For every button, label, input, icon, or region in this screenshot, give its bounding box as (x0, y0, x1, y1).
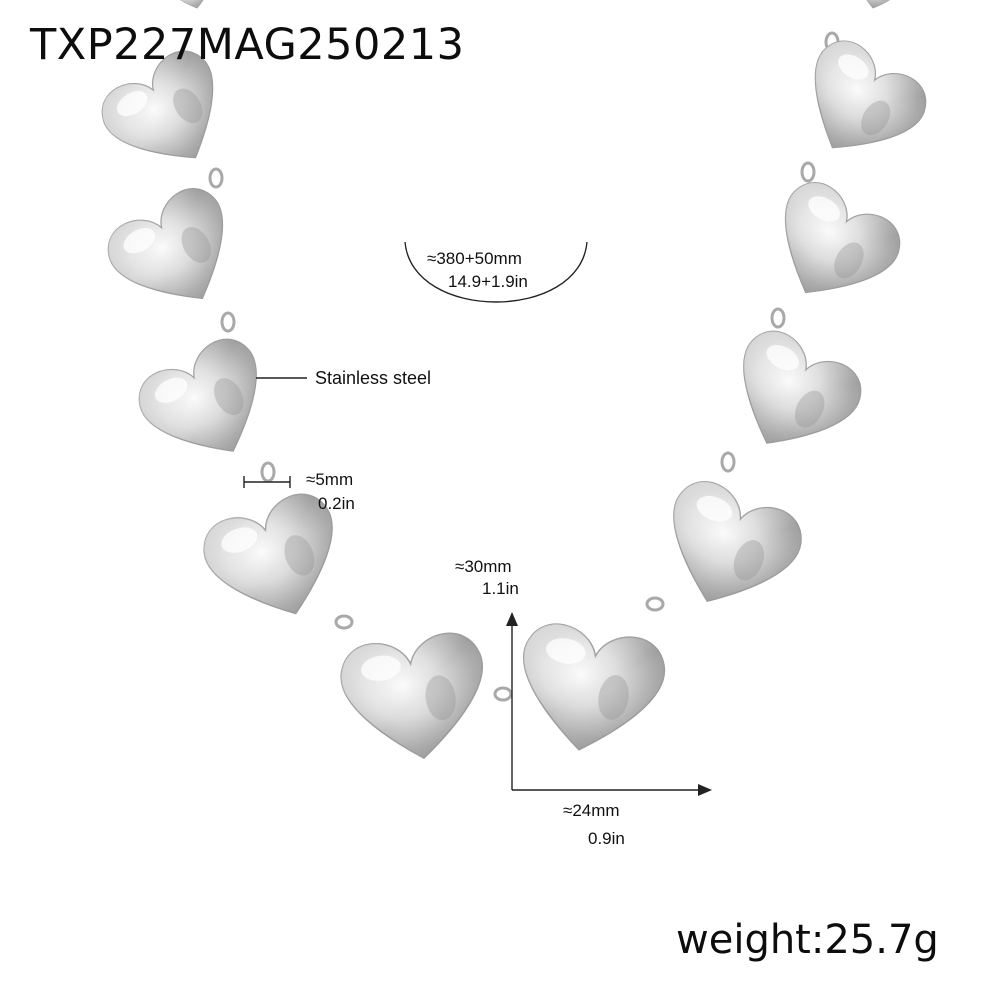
heart-charm (97, 177, 256, 330)
material-label: Stainless steel (315, 368, 432, 388)
chain-link (770, 307, 786, 329)
heart-charm (167, 0, 218, 15)
length-arc (404, 241, 588, 303)
link-width-in-label: 0.2in (318, 494, 355, 513)
heart-width-mm-label: ≈24mm (563, 801, 620, 820)
heart-charm (336, 628, 495, 769)
heart-charm (711, 320, 872, 473)
heart-charm (852, 0, 903, 15)
link-width-mm-label: ≈5mm (306, 470, 354, 489)
width-arrow-icon (698, 784, 712, 796)
chain-link (645, 596, 665, 612)
chain-link (208, 167, 224, 189)
annotations (243, 241, 700, 791)
chain-link (334, 614, 354, 630)
heart-charm (645, 471, 812, 627)
heart-charm (752, 171, 911, 324)
heart-height-mm-label: ≈30mm (455, 557, 512, 576)
height-arrow-icon (506, 612, 518, 626)
sku-label: TXP227MAG250213 (30, 20, 465, 70)
weight-label: weight:25.7g (676, 917, 939, 963)
chain-link (800, 161, 816, 183)
length-in-label: 14.9+1.9in (448, 272, 528, 291)
heart-width-in-label: 0.9in (588, 829, 625, 848)
chain-link (720, 451, 736, 473)
length-mm-label: ≈380+50mm (427, 249, 522, 268)
chain-link (493, 686, 513, 702)
heart-charm (508, 618, 671, 763)
heart-charm (128, 328, 289, 481)
heart-charm (781, 30, 937, 180)
chain-link (220, 311, 236, 333)
chain-link (260, 461, 276, 483)
heart-height-in-label: 1.1in (482, 579, 519, 598)
